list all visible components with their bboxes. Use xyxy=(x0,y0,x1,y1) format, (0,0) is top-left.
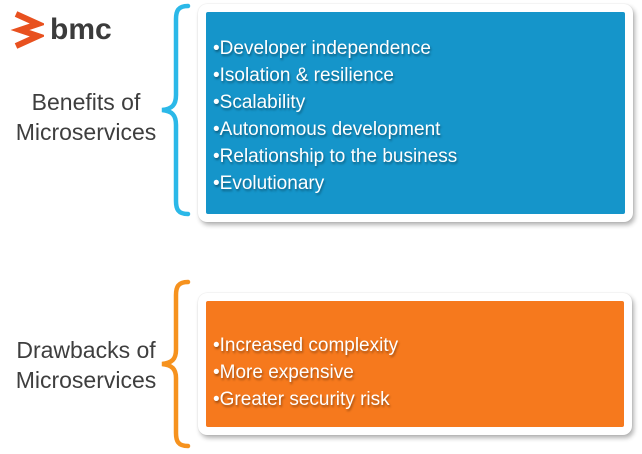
benefits-box: Developer independence Isolation & resil… xyxy=(206,12,625,214)
bmc-logo: bmc xyxy=(10,10,112,50)
list-item: Scalability xyxy=(213,89,617,116)
list-item: Relationship to the business xyxy=(213,143,617,170)
list-item: Greater security risk xyxy=(213,386,616,413)
benefits-left-brace-icon xyxy=(161,3,191,217)
drawbacks-list: Increased complexity More expensive Grea… xyxy=(206,301,624,413)
list-item: More expensive xyxy=(213,359,616,386)
list-item: Evolutionary xyxy=(213,170,617,197)
list-item: Increased complexity xyxy=(213,332,616,359)
benefits-card: Developer independence Isolation & resil… xyxy=(198,4,633,222)
drawbacks-label-line1: Drawbacks of xyxy=(16,337,156,363)
drawbacks-box: Increased complexity More expensive Grea… xyxy=(206,301,624,427)
drawbacks-left-brace-icon xyxy=(161,279,191,449)
benefits-label-line2: Microservices xyxy=(15,119,157,145)
list-item: Autonomous development xyxy=(213,116,617,143)
drawbacks-label: Drawbacks of Microservices xyxy=(0,335,172,395)
benefits-label: Benefits of Microservices xyxy=(0,87,172,147)
drawbacks-card: Increased complexity More expensive Grea… xyxy=(198,293,632,435)
list-item: Isolation & resilience xyxy=(213,62,617,89)
bmc-logo-text: bmc xyxy=(50,13,112,46)
list-item: Developer independence xyxy=(213,35,617,62)
bmc-mark-icon xyxy=(10,11,44,49)
drawbacks-label-line2: Microservices xyxy=(15,367,157,393)
benefits-label-line1: Benefits of xyxy=(31,89,141,115)
benefits-list: Developer independence Isolation & resil… xyxy=(206,12,625,197)
